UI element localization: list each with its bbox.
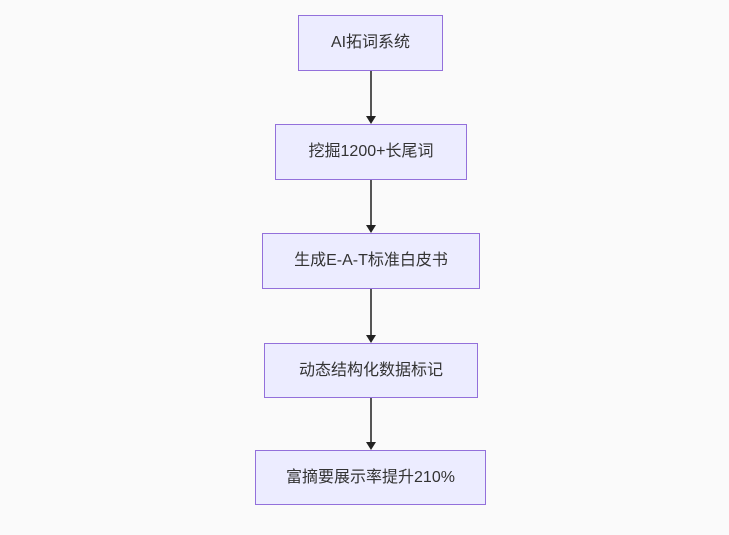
flow-node-label: 生成E-A-T标准白皮书 [294,252,448,269]
flow-node-longtail-mining: 挖掘1200+长尾词 [275,124,467,180]
flow-node-label: AI拓词系统 [330,34,411,51]
flow-node-rich-snippet-result: 富摘要展示率提升210% [255,450,486,505]
arrowhead-down-icon [366,225,376,233]
flow-node-ai-keyword-system: AI拓词系统 [298,15,443,71]
flow-node-eat-whitepaper: 生成E-A-T标准白皮书 [262,233,480,289]
edge-arrow-3 [366,289,376,343]
edge-arrow-1 [366,71,376,124]
arrow-line [370,289,372,336]
edge-arrow-4 [366,398,376,450]
arrowhead-down-icon [366,116,376,124]
flow-node-label: 挖掘1200+长尾词 [308,143,434,160]
flow-node-label: 动态结构化数据标记 [298,361,443,379]
arrow-line [370,180,372,226]
arrowhead-down-icon [366,335,376,343]
flow-node-structured-data-markup: 动态结构化数据标记 [264,343,478,398]
flow-node-label: 富摘要展示率提升210% [286,468,455,486]
arrow-line [370,398,372,443]
arrowhead-down-icon [366,442,376,450]
edge-arrow-2 [366,180,376,233]
arrow-line [370,71,372,117]
